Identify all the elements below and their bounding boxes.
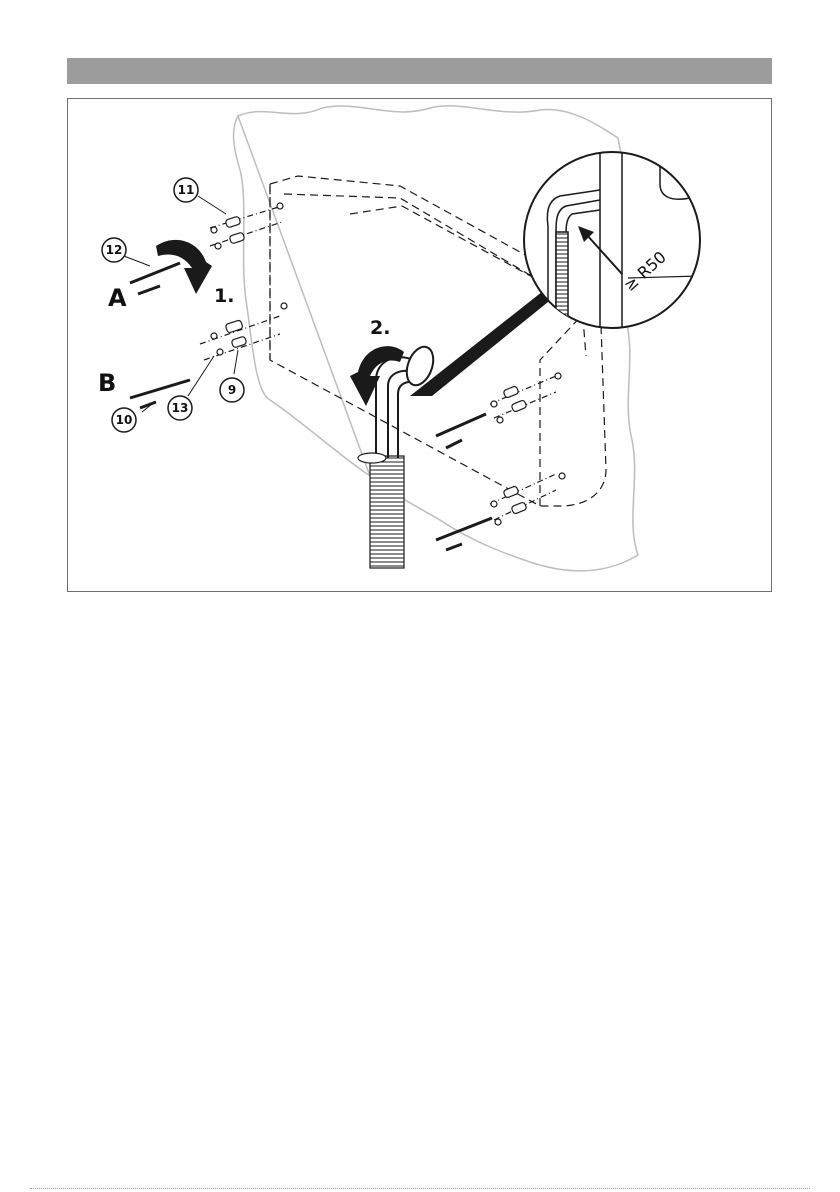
label-side-a: A: [108, 284, 127, 312]
zoom-pointer-wedge: [410, 284, 552, 396]
page-bottom-rule: [30, 1188, 810, 1190]
rotation-arrow-step-1: [156, 240, 212, 294]
fixing-set-upper-left: [130, 203, 283, 294]
callout-number: 12: [106, 243, 123, 257]
callout-number: 13: [172, 401, 189, 415]
fixing-set-lower-left: [130, 303, 287, 412]
callout-part-10: 10: [112, 408, 136, 432]
label-side-b: B: [98, 369, 116, 397]
fixing-set-upper-right: [436, 373, 561, 448]
callout-number: 11: [178, 183, 195, 197]
zoom-detail: [524, 150, 700, 330]
label-step-1: 1.: [214, 285, 234, 307]
callout-part-9: 9: [220, 378, 244, 402]
label-step-2: 2.: [370, 317, 390, 339]
callout-part-12: 12: [102, 238, 150, 266]
callout-number: 9: [228, 383, 236, 397]
callout-part-13: 13: [168, 396, 192, 420]
callout-number: 10: [116, 413, 133, 427]
callout-part-11: 11: [174, 178, 226, 214]
